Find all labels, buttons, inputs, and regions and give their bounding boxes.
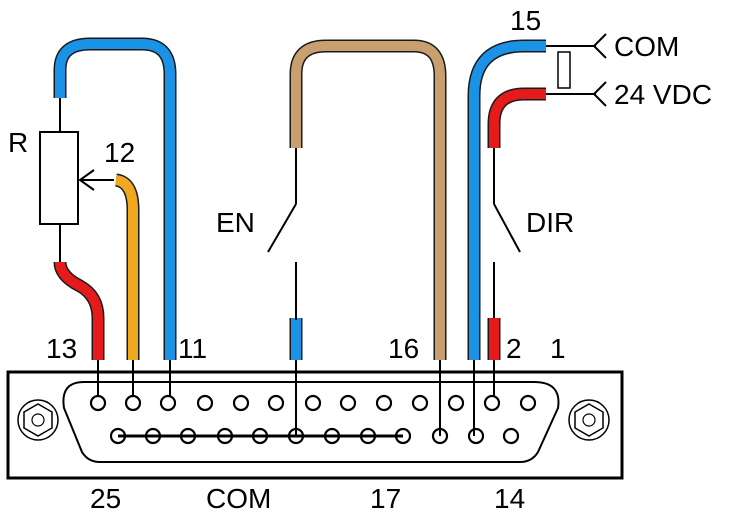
- red-wire-dir-to-24vdc: [489, 89, 546, 148]
- labels: R 12 13 11 EN 16 2 1 15 DIR COM 24 VDC 2…: [8, 5, 712, 514]
- pin-1-label: 1: [550, 333, 566, 364]
- connector-pin-top-10: [411, 394, 429, 412]
- pin-13-label: 13: [46, 333, 77, 364]
- connector-pin-top-13: [519, 394, 537, 412]
- connector-pin-top-2: [124, 394, 142, 412]
- connector-pin-top-1: [89, 394, 107, 412]
- connector-pin-top-3: [159, 394, 177, 412]
- direction-switch-label: DIR: [526, 207, 574, 238]
- blue-wire-to-com: [469, 41, 546, 360]
- connector-pin-bottom-12: [502, 427, 520, 445]
- connector-pin-top-7: [304, 394, 322, 412]
- connector-pin-top-11: [447, 394, 465, 412]
- wires: [53, 37, 546, 436]
- pin-25-label: 25: [90, 483, 121, 514]
- orange-wire-wiper-to-12: [114, 175, 138, 360]
- pin-2-label: 2: [506, 333, 522, 364]
- pin-15-label: 15: [510, 5, 541, 36]
- left-screw-icon: [17, 399, 59, 441]
- tan-wire-16-to-en-outline: [289, 39, 447, 360]
- connector-pin-top-12: [483, 394, 501, 412]
- pin-17-label: 17: [370, 483, 401, 514]
- right-screw-icon: [568, 399, 610, 441]
- db25-connector: [6, 370, 624, 480]
- enable-switch-label: EN: [216, 207, 255, 238]
- connector-pin-top-5: [232, 394, 250, 412]
- bottom-com-label: COM: [206, 483, 271, 514]
- potentiometer-icon: [39, 98, 114, 262]
- pin-16-label: 16: [388, 333, 419, 364]
- pin-14-label: 14: [494, 483, 525, 514]
- pin-11-label: 11: [178, 333, 207, 364]
- terminal-24vdc-label: 24 VDC: [614, 79, 712, 110]
- terminal-com-label: COM: [614, 31, 679, 62]
- connector-pin-top-9: [375, 394, 393, 412]
- connector-pin-bottom-11: [467, 427, 485, 445]
- tan-wire-16-to-en: [291, 41, 445, 360]
- direction-switch-icon: [493, 148, 521, 318]
- red-wire-r-to-13: [55, 261, 103, 360]
- resistor-label: R: [8, 127, 28, 158]
- blue-wire-r-to-11: [55, 39, 175, 360]
- enable-switch-icon: [267, 148, 297, 320]
- connector-pin-top-8: [339, 394, 357, 412]
- connector-pin-top-4: [196, 394, 214, 412]
- connector-pin-top-6: [267, 394, 285, 412]
- connector-shell: [62, 381, 560, 463]
- terminal-connector-icon: [546, 33, 607, 107]
- wiper-pin-label: 12: [104, 137, 135, 168]
